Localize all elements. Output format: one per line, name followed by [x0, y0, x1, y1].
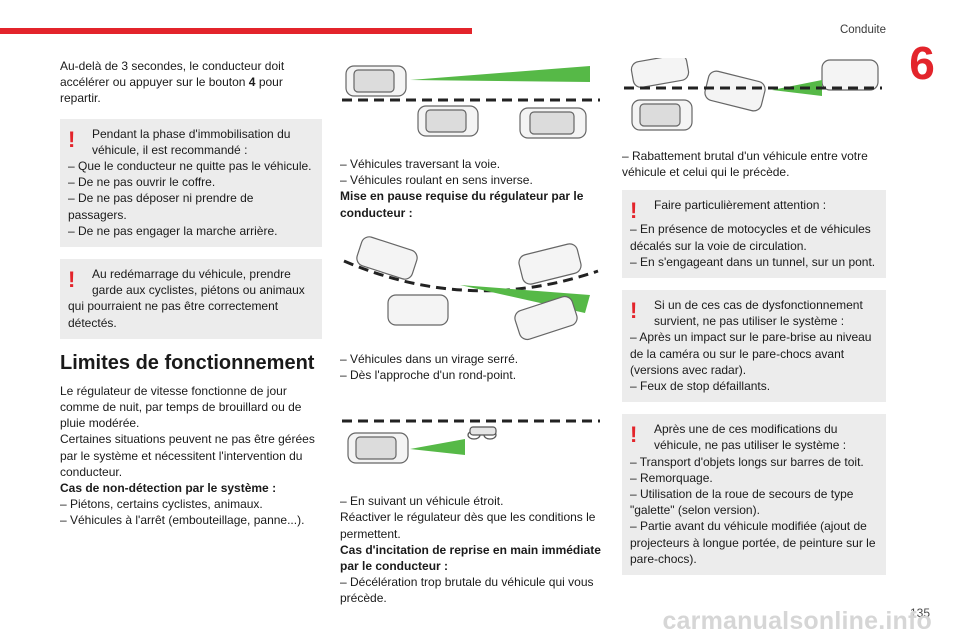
caption: – Rabattement brutal d'un véhicule entre…	[622, 149, 868, 180]
page-number: 135	[909, 606, 930, 620]
section-heading: Limites de fonctionnement	[60, 351, 315, 374]
caption: – En suivant un véhicule étroit.	[340, 494, 504, 509]
motorcycle-icon	[467, 426, 497, 440]
body-paragraph: Le régulateur de vitesse fonctionne de j…	[60, 383, 302, 431]
warning-note-immobilisation: !Pendant la phase d'immobilisation du vé…	[60, 118, 322, 248]
sub-heading: Cas d'incitation de reprise en main immé…	[340, 542, 601, 574]
warning-icon: !	[68, 267, 76, 293]
watermark: carmanualsonline.info	[662, 607, 932, 635]
sub-heading: Mise en pause requise du régulateur par …	[340, 189, 584, 220]
body-paragraph: Certaines situations peuvent ne pas être…	[60, 432, 315, 479]
oncoming-car-icon	[345, 65, 407, 97]
figure-narrow-vehicle	[342, 419, 600, 464]
warning-icon: !	[630, 198, 638, 224]
crossing-car-icon	[417, 105, 587, 139]
column-2: – Véhicules traversant la voie. – Véhicu…	[340, 58, 606, 607]
caption: – Dès l'approche d'un rond-point.	[340, 368, 517, 383]
caption: – Véhicules dans un virage serré.	[340, 351, 519, 366]
chapter-number: 6	[909, 37, 935, 89]
intro-paragraph: Au-delà de 3 secondes, le conducteur doi…	[60, 59, 285, 106]
warning-icon: !	[630, 298, 638, 324]
list-item: – Décélération trop brutale du véhicule …	[340, 575, 594, 606]
body-paragraph: Réactiver le régulateur dès que les cond…	[340, 510, 596, 541]
section-title: Conduite	[839, 24, 886, 36]
list-item: – Véhicules à l'arrêt (embouteillage, pa…	[60, 513, 305, 528]
header-accent-bar	[0, 28, 472, 34]
caption: – Véhicules roulant en sens inverse.	[340, 173, 533, 188]
list-item: – Piétons, certains cyclistes, animaux.	[60, 497, 263, 512]
caption: – Véhicules traversant la voie.	[340, 157, 501, 171]
warning-note-restart: !Au redémarrage du véhicule, prendre gar…	[60, 259, 322, 339]
warning-note-modifications: !Après une de ces modifications du véhic…	[622, 414, 886, 576]
figure-cut-in	[624, 58, 882, 131]
column-1: Au-delà de 3 secondes, le conducteur doi…	[60, 58, 322, 529]
column-3: – Rabattement brutal d'un véhicule entre…	[622, 58, 886, 587]
sub-heading: Cas de non-détection par le système :	[60, 481, 277, 496]
warning-note-attention: !Faire particulièrement attention : – En…	[622, 190, 886, 279]
warning-note-malfunction: !Si un de ces cas de dysfonctionnement s…	[622, 290, 886, 403]
warning-icon: !	[630, 422, 638, 448]
figure-crossing-oncoming	[342, 65, 600, 139]
warning-icon: !	[68, 126, 76, 152]
figure-curve-roundabout	[343, 236, 599, 340]
